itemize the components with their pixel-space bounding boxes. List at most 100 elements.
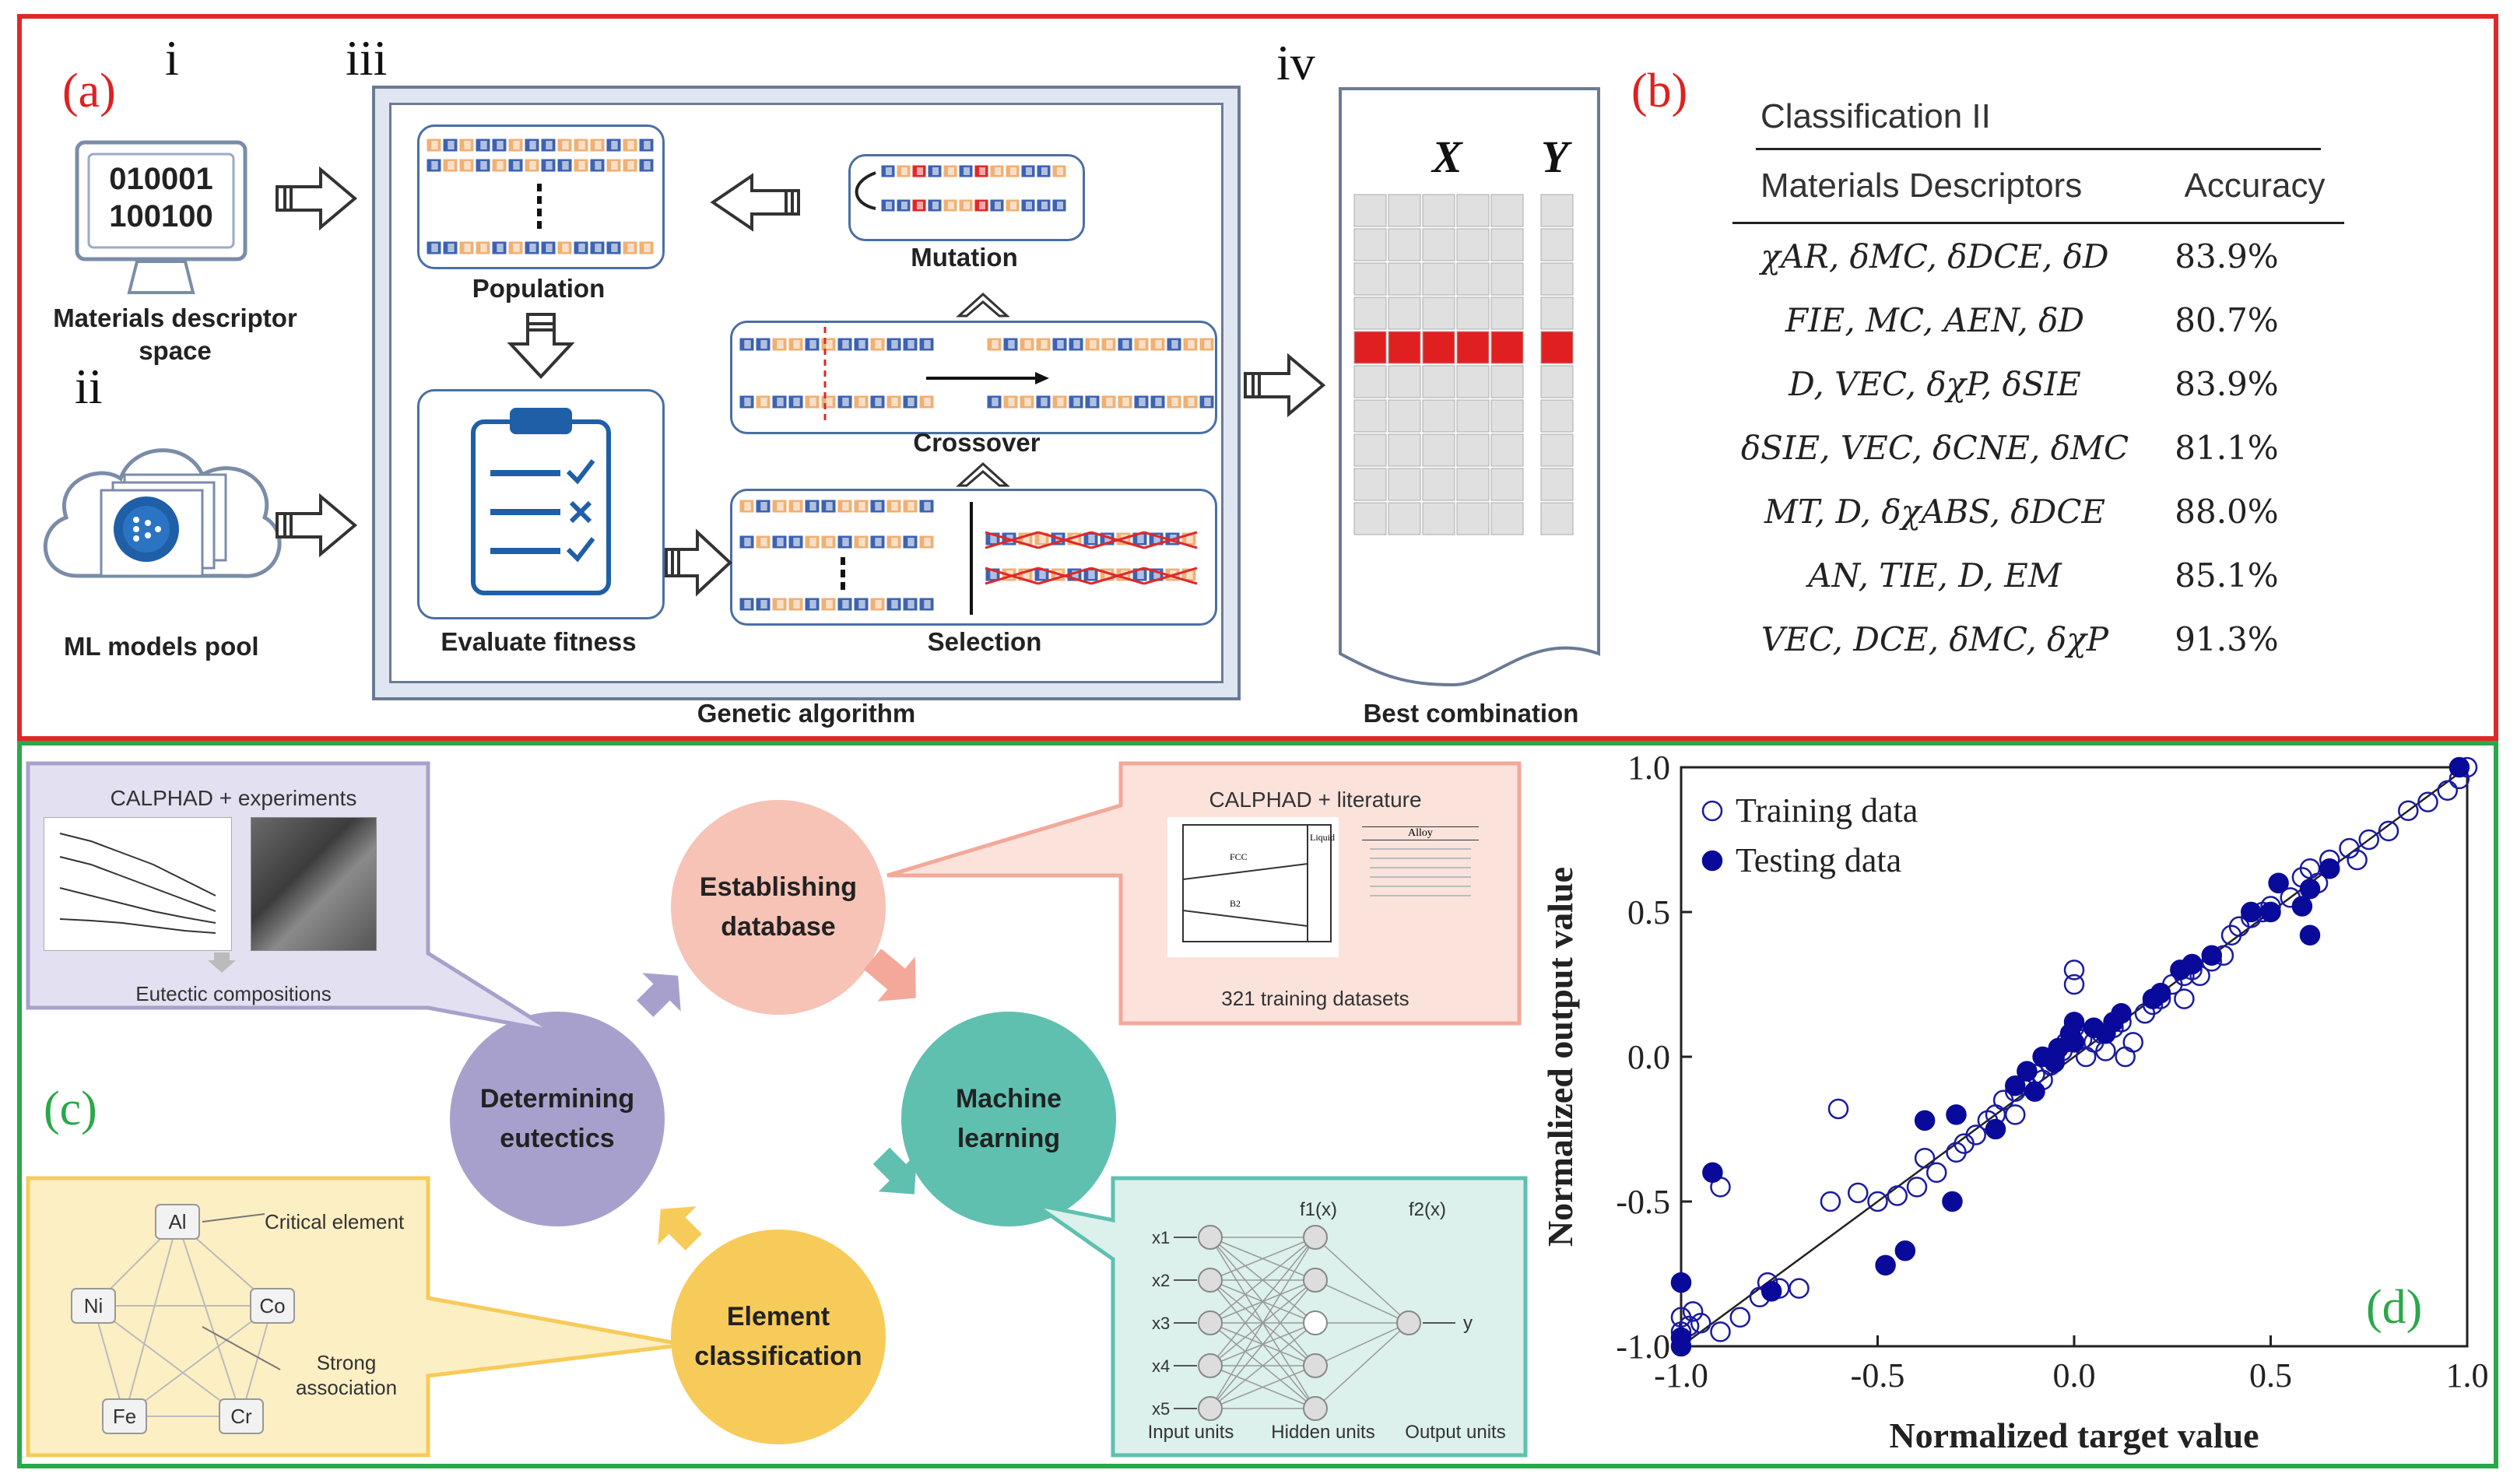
panel-d-label: (d) [2366, 1281, 2422, 1334]
testing-point [2005, 1075, 2026, 1096]
element-edge [93, 1305, 242, 1417]
grid-cell [1422, 468, 1455, 501]
chromosome-strip [986, 337, 1215, 352]
grid-cell-y [1540, 331, 1574, 364]
descriptor-cell: FIE, MC, AEN, δD [1785, 300, 2085, 339]
grid-cell-y [1540, 468, 1574, 501]
training-datasets: 321 training datasets [1221, 987, 1409, 1010]
grid-cell [1353, 502, 1387, 535]
element-node-label: Cr [230, 1405, 252, 1428]
testing-point [1875, 1254, 1896, 1276]
training-point [1820, 1191, 1841, 1212]
descriptor-caption-line2: space [139, 336, 212, 365]
accuracy-cell: 85.1% [2175, 556, 2279, 595]
strong-association-label: Strong association [284, 1350, 409, 1400]
grid-cell [1422, 331, 1455, 364]
nn-output-node [1396, 1310, 1421, 1335]
chromosome-strip [739, 535, 935, 549]
nn-edge [1315, 1237, 1409, 1324]
nn-edge [1209, 1237, 1316, 1281]
mutation-label: Mutation [911, 243, 1018, 272]
arrow-descriptor-to-ga [276, 166, 358, 231]
grid-cell-y [1540, 228, 1574, 261]
descriptor-cell: D, VEC, δχP, δSIE [1789, 364, 2081, 403]
genetic-algorithm-caption: Genetic algorithm [697, 699, 916, 728]
critical-pointer [202, 1213, 265, 1223]
liquid-label: Liquid [1310, 832, 1335, 843]
descriptor-cell: VEC, DCE, δMC, δχP [1760, 619, 2109, 658]
phase-diagram: FCC B2 Liquid [1167, 817, 1339, 957]
grid-cell [1422, 228, 1455, 261]
grid-cell [1422, 399, 1455, 433]
element-node-label: Fe [113, 1405, 136, 1428]
grid-cell [1490, 365, 1524, 398]
grid-cell [1456, 365, 1490, 398]
crossover-label: Crossover [913, 428, 1041, 457]
nn-f2: f2(x) [1409, 1199, 1446, 1220]
testing-point [2319, 858, 2340, 879]
training-point [2063, 974, 2085, 995]
grid-cell [1456, 228, 1490, 261]
descriptor-cell: MT, D, δχABS, δDCE [1764, 492, 2106, 531]
testing-point [1946, 1104, 1967, 1125]
grid-cell [1388, 502, 1421, 535]
legend-marker-training [1701, 800, 1723, 822]
monitor-icon [75, 140, 247, 294]
grid-cell [1353, 194, 1387, 227]
panel-c-label: (c) [44, 1082, 97, 1135]
training-point [2005, 1104, 2026, 1125]
grid-cell-y [1540, 296, 1574, 330]
grid-cell [1456, 296, 1490, 330]
training-point [2063, 960, 2085, 981]
arrow-ga-to-best [1244, 353, 1326, 418]
down-arrow-eutectic [208, 952, 236, 973]
eutectic-compositions: Eutectic compositions [135, 982, 332, 1005]
training-point [1789, 1278, 1810, 1299]
association-label: association [295, 1376, 398, 1399]
nn-edge [1209, 1365, 1316, 1409]
grid-cell [1388, 468, 1421, 501]
testing-point [2268, 872, 2289, 894]
accuracy-cell: 80.7% [2175, 300, 2279, 339]
grid-cell [1388, 331, 1421, 364]
table-title: Classification II [1760, 97, 1991, 135]
nn-hidden-caption: Hidden units [1271, 1422, 1374, 1443]
nn-hidden-node [1303, 1396, 1328, 1421]
nn-edge [1209, 1322, 1316, 1409]
descriptor-caption: Materials descriptor space [31, 302, 319, 367]
chromosome-strip [739, 499, 935, 514]
legend-training: Training data [1736, 791, 1918, 830]
x-tick-label: 1.0 [2446, 1356, 2489, 1395]
arrow-population-to-fitness [507, 313, 575, 379]
training-point [1887, 1185, 1908, 1206]
testing-point [2111, 1002, 2132, 1024]
nn-edge [1315, 1322, 1409, 1409]
grid-cell-y [1540, 502, 1574, 535]
grid-cell [1422, 194, 1455, 227]
circle-machine-learning: Machine learning [901, 1012, 1116, 1226]
y-tick-label: -1.0 [1616, 1328, 1670, 1366]
training-point [1827, 1098, 1849, 1120]
classification-table: Classification II Materials Descriptors … [1732, 93, 2344, 671]
mini-line-plot [44, 817, 232, 951]
evaluate-fitness-label: Evaluate fitness [441, 627, 637, 656]
alloy-list: Alloy [1362, 826, 1479, 967]
x-tick-label: 0.0 [2053, 1356, 2096, 1395]
grid-cell [1353, 468, 1387, 501]
nn-edge [1209, 1237, 1316, 1366]
panel-b-label: (b) [1631, 65, 1688, 118]
panel-ab-frame [17, 14, 2498, 741]
grid-cell [1353, 433, 1387, 467]
grid-cell [1388, 262, 1421, 296]
descriptor-caption-line1: Materials descriptor [53, 303, 297, 332]
testing-point [2024, 1081, 2045, 1102]
training-point [2437, 780, 2458, 802]
grid-cell [1490, 468, 1524, 501]
x-tick-label: -1.0 [1654, 1356, 1708, 1395]
critical-element-label: Critical element [265, 1210, 405, 1233]
